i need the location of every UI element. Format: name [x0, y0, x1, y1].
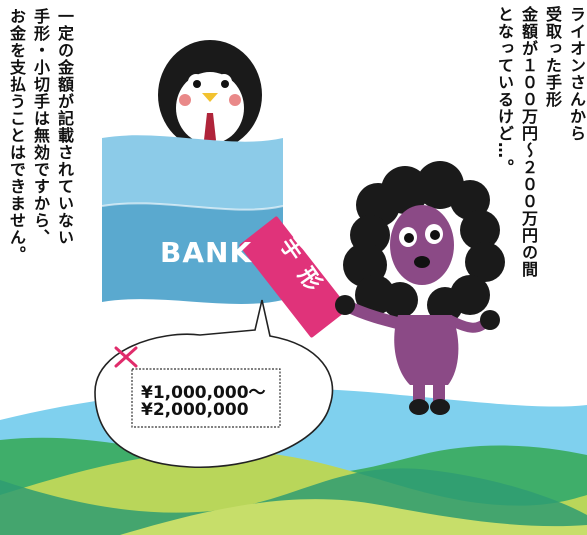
promissory-note-card: [239, 216, 349, 338]
speech-bubble: [94, 299, 334, 469]
amount-line-2: ¥2,000,000: [141, 400, 249, 420]
necktie: [204, 113, 216, 148]
narration: 一定の金額が記載されていない 手形・小切手は無効ですから、 お金を支払うことはで…: [4, 8, 76, 328]
banker-remark: ライオンさんから 受取った手形 金額が１００万円～２００万円の間 となっているけ…: [492, 6, 587, 336]
narration-line-3: お金を支払うことはできません。: [7, 8, 26, 263]
bank-counter: [101, 135, 284, 304]
poodle: [335, 161, 505, 415]
amount-note-box: [131, 368, 281, 428]
banker-remark-line-4: となっているけど…。: [495, 6, 514, 176]
banker-remark-line-3: 金額が１００万円～２００万円の間: [519, 6, 538, 278]
cross-mark: [114, 346, 138, 368]
amount-line-1: ¥1,000,000～: [141, 383, 266, 403]
grass-light-2: [120, 499, 587, 535]
landscape: [0, 388, 587, 535]
penguin-banker: [158, 40, 262, 150]
banker-remark-line-2: 受取った手形: [543, 6, 562, 108]
bank-label: BANK: [160, 236, 253, 269]
banker-remark-line-1: ライオンさんから: [567, 6, 586, 142]
narration-line-2: 手形・小切手は無効ですから、: [31, 8, 50, 246]
narration-line-1: 一定の金額が記載されていない: [55, 8, 74, 246]
